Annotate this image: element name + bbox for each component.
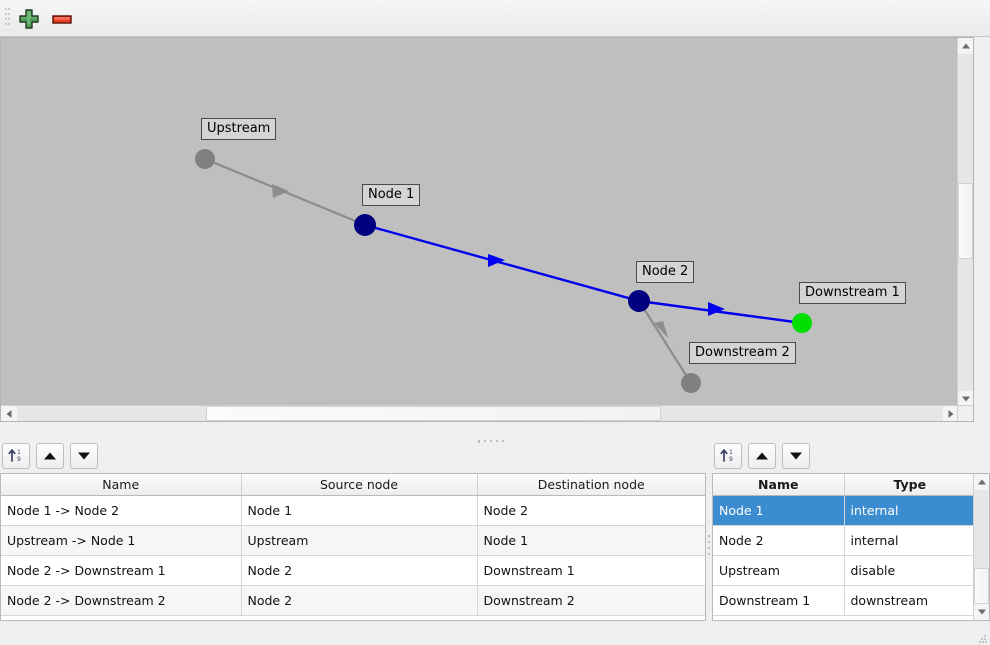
edge-node2-downstream1-arrow bbox=[708, 302, 725, 316]
edge-node2-downstream2[interactable] bbox=[638, 300, 692, 384]
cell-name: Upstream bbox=[713, 555, 845, 586]
lower-area: 1 9 Name Source node Destination node bbox=[0, 443, 990, 645]
connections-col-source[interactable]: Source node bbox=[241, 474, 478, 496]
table-row[interactable]: Node 1 internal bbox=[713, 495, 975, 526]
connections-col-name[interactable]: Name bbox=[1, 474, 242, 496]
cell-type: downstream bbox=[844, 585, 975, 616]
edge-node1-node2-arrow bbox=[488, 254, 505, 267]
graph-node-downstream1[interactable] bbox=[792, 313, 812, 333]
scroll-down-icon[interactable] bbox=[958, 391, 973, 407]
cell-destination: Node 2 bbox=[477, 495, 705, 526]
table-row[interactable]: Node 2 internal bbox=[713, 525, 975, 556]
vertical-splitter-grip bbox=[708, 535, 710, 559]
graph-view: Upstream Node 1 Node 2 Downstream 1 Down… bbox=[0, 37, 990, 438]
cell-source: Node 2 bbox=[241, 555, 478, 586]
nodes-move-down-button[interactable] bbox=[782, 443, 810, 469]
cell-source: Node 2 bbox=[241, 585, 478, 616]
scroll-right-icon[interactable] bbox=[943, 406, 959, 421]
cell-name: Downstream 1 bbox=[713, 585, 845, 616]
table-row[interactable]: Node 2 -> Downstream 1 Node 2 Downstream… bbox=[1, 555, 705, 586]
connections-col-destination[interactable]: Destination node bbox=[477, 474, 705, 496]
cell-source: Node 1 bbox=[241, 495, 478, 526]
hscroll-thumb[interactable] bbox=[206, 406, 661, 421]
edge-node1-node2[interactable] bbox=[364, 223, 640, 303]
svg-text:9: 9 bbox=[729, 456, 733, 463]
splitter-grip bbox=[478, 440, 512, 444]
canvas-vertical-scrollbar[interactable] bbox=[957, 38, 973, 421]
scrollbar-corner bbox=[957, 405, 973, 421]
canvas-horizontal-scrollbar[interactable] bbox=[1, 405, 973, 421]
main-toolbar bbox=[0, 0, 990, 37]
graph-node-node2[interactable] bbox=[628, 290, 650, 312]
cell-type: disable bbox=[844, 555, 975, 586]
table-row[interactable]: Node 1 -> Node 2 Node 1 Node 2 bbox=[1, 495, 705, 526]
cell-destination: Downstream 1 bbox=[477, 555, 705, 586]
vscroll-thumb[interactable] bbox=[958, 183, 973, 259]
table-row[interactable]: Upstream -> Node 1 Upstream Node 1 bbox=[1, 525, 705, 556]
graph-node-upstream[interactable] bbox=[195, 149, 215, 169]
minus-icon bbox=[52, 15, 72, 24]
connections-header-row: Name Source node Destination node bbox=[1, 474, 705, 496]
triangle-up-icon bbox=[756, 452, 768, 460]
window-resize-grip[interactable] bbox=[979, 635, 987, 643]
connections-sort-button[interactable]: 1 9 bbox=[2, 443, 30, 469]
cell-destination: Node 1 bbox=[477, 525, 705, 556]
sort-order-icon: 1 9 bbox=[720, 449, 733, 463]
nodes-table[interactable]: Name Type Node 1 internal Node 2 interna… bbox=[712, 473, 990, 621]
triangle-down-icon bbox=[790, 452, 802, 460]
edge-node2-downstream2-arrow bbox=[654, 321, 668, 338]
nodes-move-up-button[interactable] bbox=[748, 443, 776, 469]
scroll-up-icon[interactable] bbox=[974, 474, 989, 490]
connections-move-down-button[interactable] bbox=[70, 443, 98, 469]
graph-label-upstream[interactable]: Upstream bbox=[201, 118, 277, 140]
graph-edges bbox=[195, 149, 812, 393]
cell-destination: Downstream 2 bbox=[477, 585, 705, 616]
scroll-up-icon[interactable] bbox=[958, 38, 973, 54]
edge-upstream-node1-arrow bbox=[272, 184, 289, 198]
scroll-down-icon[interactable] bbox=[974, 604, 989, 620]
cell-type: internal bbox=[844, 495, 975, 526]
toolbar-drag-grip[interactable] bbox=[5, 8, 10, 28]
graph-label-downstream2[interactable]: Downstream 2 bbox=[689, 342, 796, 364]
table-row[interactable]: Upstream disable bbox=[713, 555, 975, 586]
connections-move-up-button[interactable] bbox=[36, 443, 64, 469]
cell-type: internal bbox=[844, 525, 975, 556]
cell-source: Upstream bbox=[241, 525, 478, 556]
vertical-splitter[interactable] bbox=[706, 473, 712, 621]
graph-canvas[interactable]: Upstream Node 1 Node 2 Downstream 1 Down… bbox=[0, 37, 974, 422]
triangle-up-icon bbox=[44, 452, 56, 460]
table-row[interactable]: Node 2 -> Downstream 2 Node 2 Downstream… bbox=[1, 585, 705, 616]
nodes-col-type[interactable]: Type bbox=[844, 474, 975, 496]
triangle-down-icon bbox=[78, 452, 90, 460]
nodes-header-row: Name Type bbox=[713, 474, 975, 496]
cell-name: Node 1 bbox=[713, 495, 845, 526]
cell-name: Node 2 -> Downstream 2 bbox=[1, 585, 242, 616]
cell-name: Upstream -> Node 1 bbox=[1, 525, 242, 556]
connections-table[interactable]: Name Source node Destination node Node 1… bbox=[0, 473, 706, 621]
plus-icon bbox=[19, 9, 39, 29]
scroll-left-icon[interactable] bbox=[1, 406, 17, 421]
cell-name: Node 2 bbox=[713, 525, 845, 556]
graph-label-node1[interactable]: Node 1 bbox=[362, 184, 421, 206]
nodes-sort-button[interactable]: 1 9 bbox=[714, 443, 742, 469]
graph-label-node2[interactable]: Node 2 bbox=[636, 261, 695, 283]
sort-order-icon: 1 9 bbox=[8, 449, 21, 463]
add-node-button[interactable] bbox=[16, 6, 42, 32]
graph-label-downstream1[interactable]: Downstream 1 bbox=[799, 282, 906, 304]
remove-node-button[interactable] bbox=[49, 6, 75, 32]
svg-text:1: 1 bbox=[729, 449, 733, 456]
table-row[interactable]: Downstream 1 downstream bbox=[713, 585, 975, 616]
graph-node-downstream2[interactable] bbox=[681, 373, 701, 393]
cell-name: Node 2 -> Downstream 1 bbox=[1, 555, 242, 586]
edge-node2-downstream1[interactable] bbox=[638, 299, 803, 325]
nodes-table-scrollbar[interactable] bbox=[973, 474, 989, 620]
cell-name: Node 1 -> Node 2 bbox=[1, 495, 242, 526]
nodes-scroll-thumb[interactable] bbox=[974, 568, 989, 604]
graph-node-node1[interactable] bbox=[354, 214, 376, 236]
svg-text:1: 1 bbox=[17, 449, 21, 456]
svg-text:9: 9 bbox=[17, 456, 21, 463]
nodes-col-name[interactable]: Name bbox=[713, 474, 845, 496]
